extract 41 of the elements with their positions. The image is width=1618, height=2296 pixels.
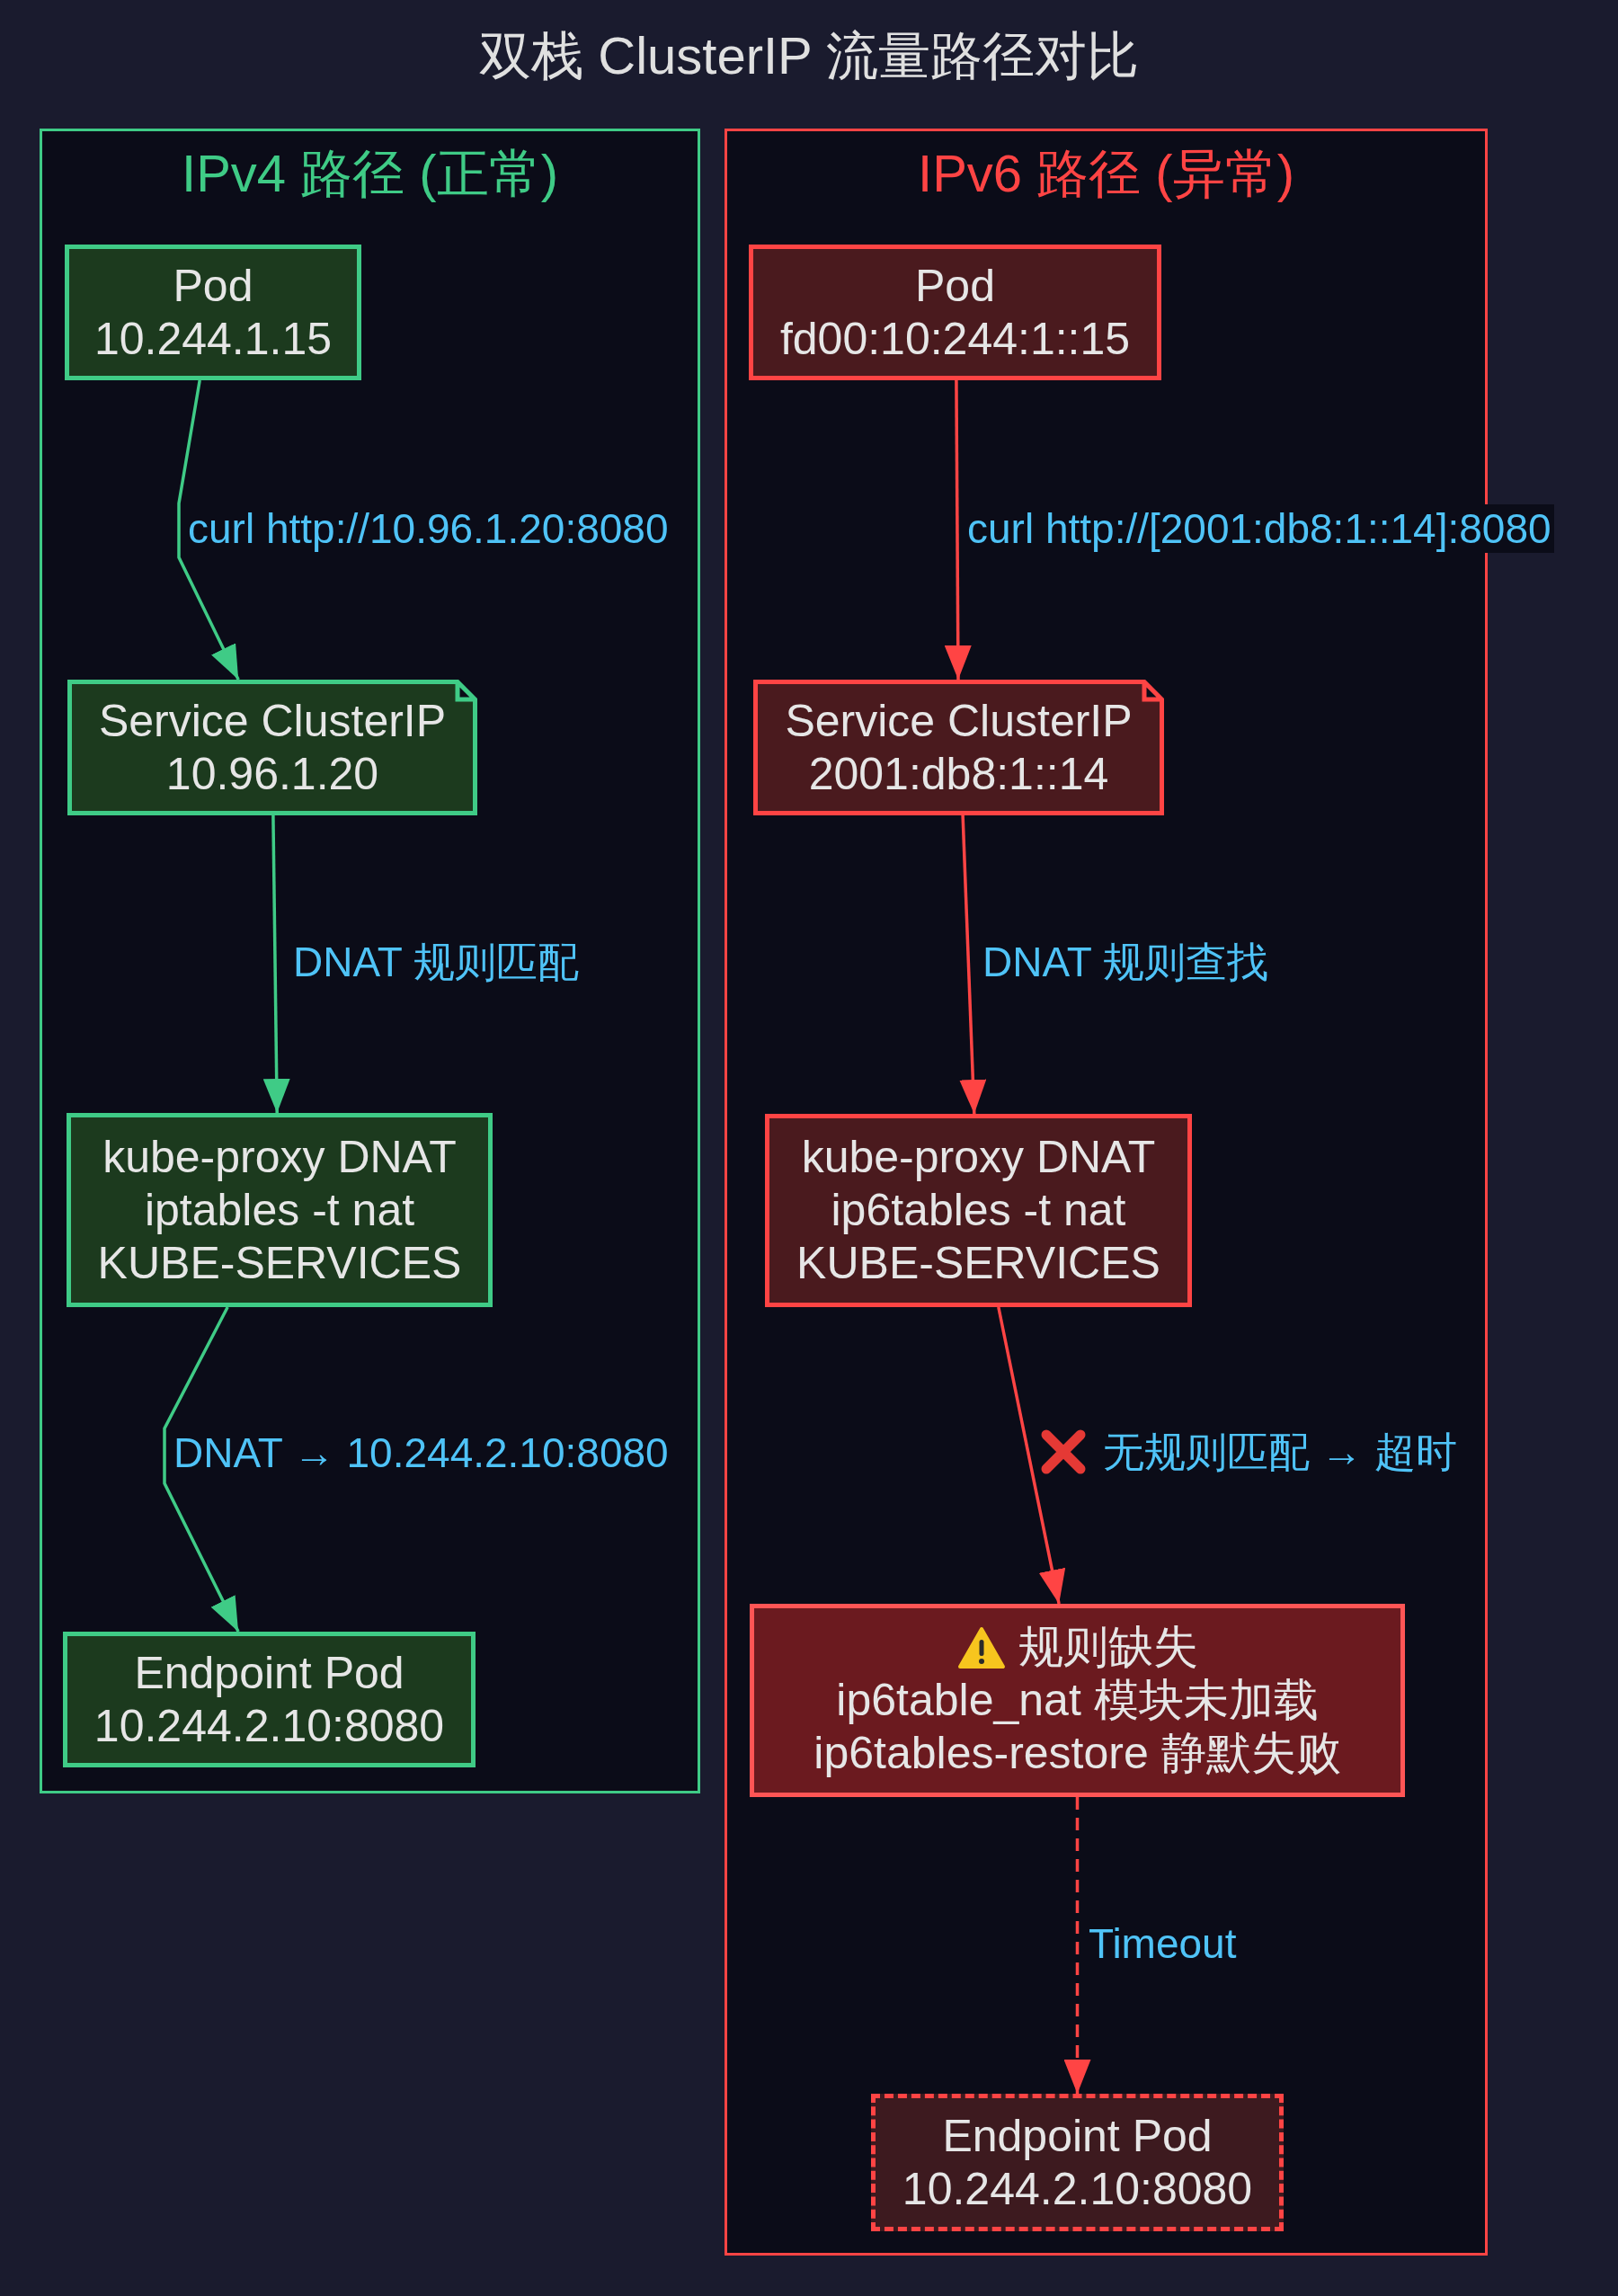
process-box [65, 245, 361, 380]
process-box [749, 245, 1161, 380]
warning-box [750, 1604, 1405, 1797]
group-heading: IPv6 路径 (异常) [918, 147, 1294, 200]
note-shape [753, 680, 1164, 815]
detail-text: 10.244.2.10:8080 [93, 1699, 445, 1753]
detail-text: fd00:10:244:1::15 [779, 312, 1131, 366]
detail-text: KUBE-SERVICES [796, 1237, 1160, 1290]
arrow [944, 380, 972, 680]
detail-text: 10.96.1.20 [165, 747, 379, 801]
detail-text: iptables -t nat [144, 1183, 415, 1237]
heading-text: Service ClusterIP [98, 694, 447, 748]
heading-text: Pod [915, 259, 995, 313]
heading-text: Endpoint Pod [134, 1646, 404, 1700]
detail-text: ip6tables-restore 静默失败 [813, 1727, 1341, 1780]
detail-text: 2001:db8:1::14 [808, 747, 1109, 801]
process-box [67, 1113, 493, 1307]
arrow [997, 1306, 1066, 1605]
detail-text: ip6table_nat 模块未加载 [836, 1674, 1319, 1727]
note-shape [67, 680, 477, 815]
detail-text: ip6tables -t nat [831, 1184, 1126, 1237]
detail-text: 10.244.2.10:8080 [902, 2162, 1253, 2216]
heading-text: Service ClusterIP [785, 694, 1133, 748]
arrow [163, 1306, 240, 1633]
detail-text: KUBE-SERVICES [97, 1236, 462, 1290]
heading-text: Pod [173, 259, 253, 313]
process-box [63, 1632, 476, 1767]
diagram-title: 双栈 ClusterIP 流量路径对比 [479, 29, 1139, 83]
process-box [765, 1114, 1192, 1307]
group-heading: IPv4 路径 (正常) [182, 147, 558, 200]
heading-text: 规则缺失 [1018, 1621, 1198, 1674]
heading-text: kube-proxy DNAT [102, 1130, 457, 1184]
arrow [959, 814, 987, 1115]
heading-text: Endpoint Pod [942, 2109, 1213, 2163]
dashed-box [871, 2094, 1284, 2231]
arrow [262, 814, 290, 1114]
arrow [1063, 1797, 1091, 2094]
detail-text: 10.244.1.15 [93, 312, 333, 366]
arrow [177, 379, 240, 681]
group-frame [40, 129, 700, 1793]
heading-text: kube-proxy DNAT [801, 1131, 1156, 1184]
